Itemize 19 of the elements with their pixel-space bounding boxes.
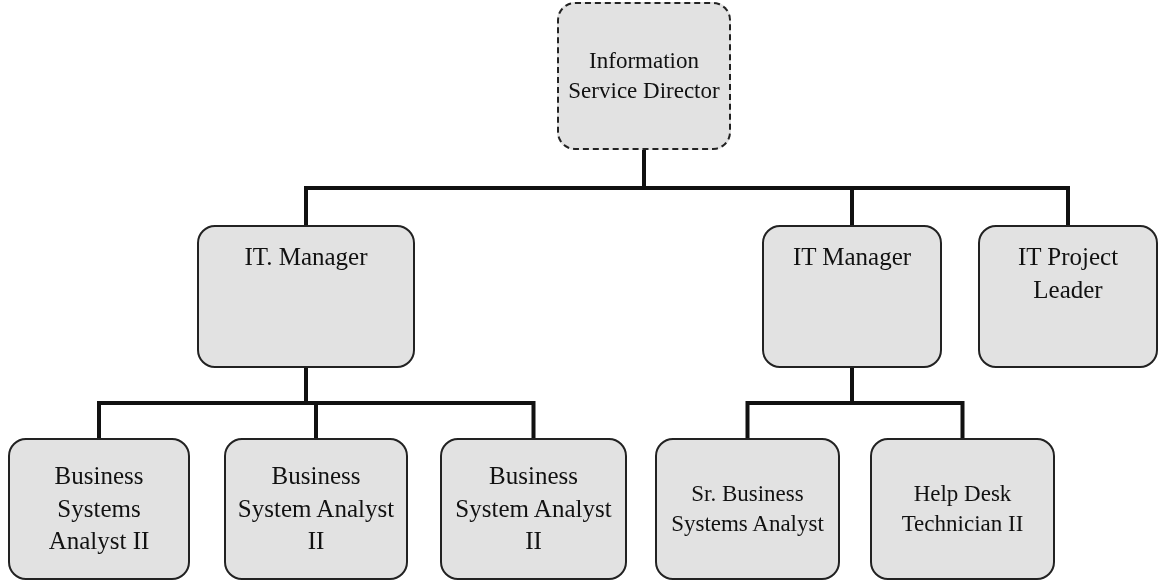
position-box — [762, 225, 942, 368]
position-title: Information Service Director — [567, 47, 721, 105]
position-box — [8, 438, 190, 580]
position-title: IT. Manager — [244, 242, 368, 272]
position-title: IT Manager — [792, 242, 912, 272]
position-box — [655, 438, 840, 580]
position-box — [978, 225, 1158, 368]
position-box — [197, 225, 415, 368]
position-title: Business Systems Analyst II — [47, 461, 151, 557]
position-box — [440, 438, 627, 580]
position-title: Help Desk Technician II — [900, 480, 1025, 538]
position-title: Business System Analyst II — [236, 461, 396, 557]
position-title: Business System Analyst II — [454, 461, 613, 557]
position-title: Sr. Business Systems Analyst — [670, 480, 825, 538]
position-box — [224, 438, 408, 580]
position-title: IT Project Leader — [1016, 242, 1120, 305]
connector-line — [642, 150, 1070, 225]
position-box — [870, 438, 1055, 580]
position-box — [557, 2, 731, 150]
